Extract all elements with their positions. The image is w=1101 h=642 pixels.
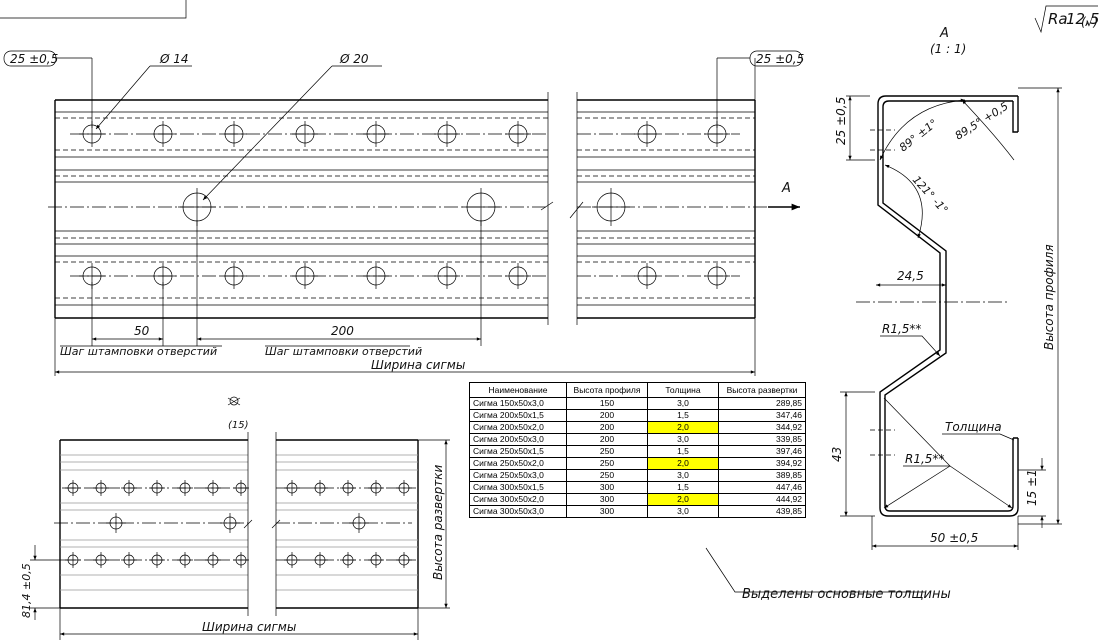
top-view: A 25 ±0,5 25 ±0,5 Ø 14 Ø 20 50 200 Шаг ш… bbox=[3, 50, 804, 376]
radius-top: R1,5** bbox=[882, 322, 921, 336]
roughness-symbol: Ra 12,5 (√) bbox=[1034, 5, 1099, 34]
dim-top-flange: 25 ±0,5 bbox=[834, 97, 848, 145]
cell-thickness: 3,0 bbox=[647, 433, 719, 446]
section-view: A (1 : 1) 25 ±0,5 43 Высота профиля 15 ±… bbox=[830, 26, 1062, 550]
dim-flat-offset: 81,4 ±0,5 bbox=[20, 563, 33, 618]
section-scale: (1 : 1) bbox=[930, 42, 966, 56]
cell-profile-height: 250 bbox=[566, 457, 648, 470]
cell-thickness: 1,5 bbox=[647, 481, 719, 494]
label-pitch-small: Шаг штамповки отверстий bbox=[60, 345, 217, 358]
dim-flat-width: Ширина сигмы bbox=[202, 620, 296, 634]
roughness-suffix: (√) bbox=[1081, 15, 1098, 29]
title-block-corner bbox=[0, 0, 187, 19]
cell-flat-height: 397,46 bbox=[718, 445, 806, 458]
cell-name: Сигма 200x50x3,0 bbox=[469, 433, 567, 446]
th-name: Наименование bbox=[469, 382, 567, 398]
th-profile-height: Высота профиля bbox=[566, 382, 648, 398]
cell-profile-height: 250 bbox=[566, 445, 648, 458]
note-leader bbox=[705, 547, 925, 593]
angle-a2: 89,5° +0,5 bbox=[953, 100, 1011, 143]
th-flat-height: Высота развертки bbox=[718, 382, 806, 398]
cell-profile-height: 200 bbox=[566, 409, 648, 422]
cell-profile-height: 300 bbox=[566, 493, 648, 506]
table-header-row: Наименование Высота профиля Толщина Высо… bbox=[469, 382, 806, 398]
cell-name: Сигма 300x50x3,0 bbox=[469, 505, 567, 518]
cell-flat-height: 389,85 bbox=[718, 469, 806, 482]
cell-flat-height: 439,85 bbox=[718, 505, 806, 518]
angle-a3: 121° -1° bbox=[910, 173, 951, 216]
cell-thickness: 2,0 bbox=[647, 493, 719, 506]
cell-thickness: 3,0 bbox=[647, 397, 719, 410]
spec-table: Наименование Высота профиля Толщина Высо… bbox=[469, 382, 806, 518]
dim-small-hole: Ø 14 bbox=[159, 52, 189, 66]
dim-flange-width: 50 ±0,5 bbox=[930, 531, 978, 545]
cell-flat-height: 344,92 bbox=[718, 421, 806, 434]
cell-flat-height: 347,46 bbox=[718, 409, 806, 422]
dim-pitch-small: 50 bbox=[134, 324, 150, 338]
dim-lip: 15 ±1 bbox=[1025, 469, 1039, 506]
dim-left-offset: 25 ±0,5 bbox=[10, 52, 58, 66]
cell-flat-height: 394,92 bbox=[718, 457, 806, 470]
cell-flat-height: 289,85 bbox=[718, 397, 806, 410]
roughness-prefix: Ra bbox=[1048, 10, 1068, 28]
cell-profile-height: 300 bbox=[566, 481, 648, 494]
cell-flat-height: 339,85 bbox=[718, 433, 806, 446]
dim-big-hole: Ø 20 bbox=[339, 52, 369, 66]
cell-profile-height: 150 bbox=[566, 397, 648, 410]
radius-bottom: R1,5** bbox=[905, 452, 944, 466]
cell-name: Сигма 250x50x1,5 bbox=[469, 445, 567, 458]
flat-view: (15) Высота развертки 81,4 ±0,5 Ширина с… bbox=[20, 396, 450, 640]
cell-name: Сигма 150x50x3,0 bbox=[469, 397, 567, 410]
cell-name: Сигма 300x50x1,5 bbox=[469, 481, 567, 494]
dim-pitch-big: 200 bbox=[331, 324, 354, 338]
flat-mark: (15) bbox=[228, 420, 249, 431]
cell-profile-height: 200 bbox=[566, 433, 648, 446]
cell-name: Сигма 250x50x2,0 bbox=[469, 457, 567, 470]
cell-thickness: 2,0 bbox=[647, 421, 719, 434]
cell-thickness: 3,0 bbox=[647, 469, 719, 482]
roughness-value: 12,5 bbox=[1066, 10, 1099, 28]
th-thickness: Толщина bbox=[647, 382, 719, 398]
dim-bottom-height: 43 bbox=[830, 447, 844, 462]
angle-a1: 89° ±1° bbox=[897, 117, 940, 155]
cell-thickness: 3,0 bbox=[647, 505, 719, 518]
cell-name: Сигма 300x50x2,0 bbox=[469, 493, 567, 506]
section-title: A bbox=[939, 26, 949, 41]
dim-frame-right bbox=[749, 50, 803, 67]
dim-frame-left bbox=[3, 50, 57, 67]
cell-name: Сигма 200x50x2,0 bbox=[469, 421, 567, 434]
table-note: Выделены основные толщины bbox=[742, 587, 951, 602]
cell-thickness: 1,5 bbox=[647, 445, 719, 458]
dim-width-top: Ширина сигмы bbox=[371, 358, 465, 372]
dim-right-offset: 25 ±0,5 bbox=[756, 52, 804, 66]
label-pitch-big: Шаг штамповки отверстий bbox=[265, 345, 422, 358]
cell-flat-height: 447,46 bbox=[718, 481, 806, 494]
cell-thickness: 1,5 bbox=[647, 409, 719, 422]
dim-thickness: Толщина bbox=[945, 420, 1002, 434]
cell-profile-height: 250 bbox=[566, 469, 648, 482]
cell-profile-height: 200 bbox=[566, 421, 648, 434]
cell-flat-height: 444,92 bbox=[718, 493, 806, 506]
dim-profile-height: Высота профиля bbox=[1042, 244, 1056, 350]
cell-name: Сигма 250x50x3,0 bbox=[469, 469, 567, 482]
cell-profile-height: 300 bbox=[566, 505, 648, 518]
cell-thickness: 2,0 bbox=[647, 457, 719, 470]
view-arrow-label: A bbox=[781, 181, 791, 196]
dim-flat-height: Высота развертки bbox=[431, 465, 445, 580]
cell-name: Сигма 200x50x1,5 bbox=[469, 409, 567, 422]
dim-web-offset: 24,5 bbox=[897, 269, 924, 283]
